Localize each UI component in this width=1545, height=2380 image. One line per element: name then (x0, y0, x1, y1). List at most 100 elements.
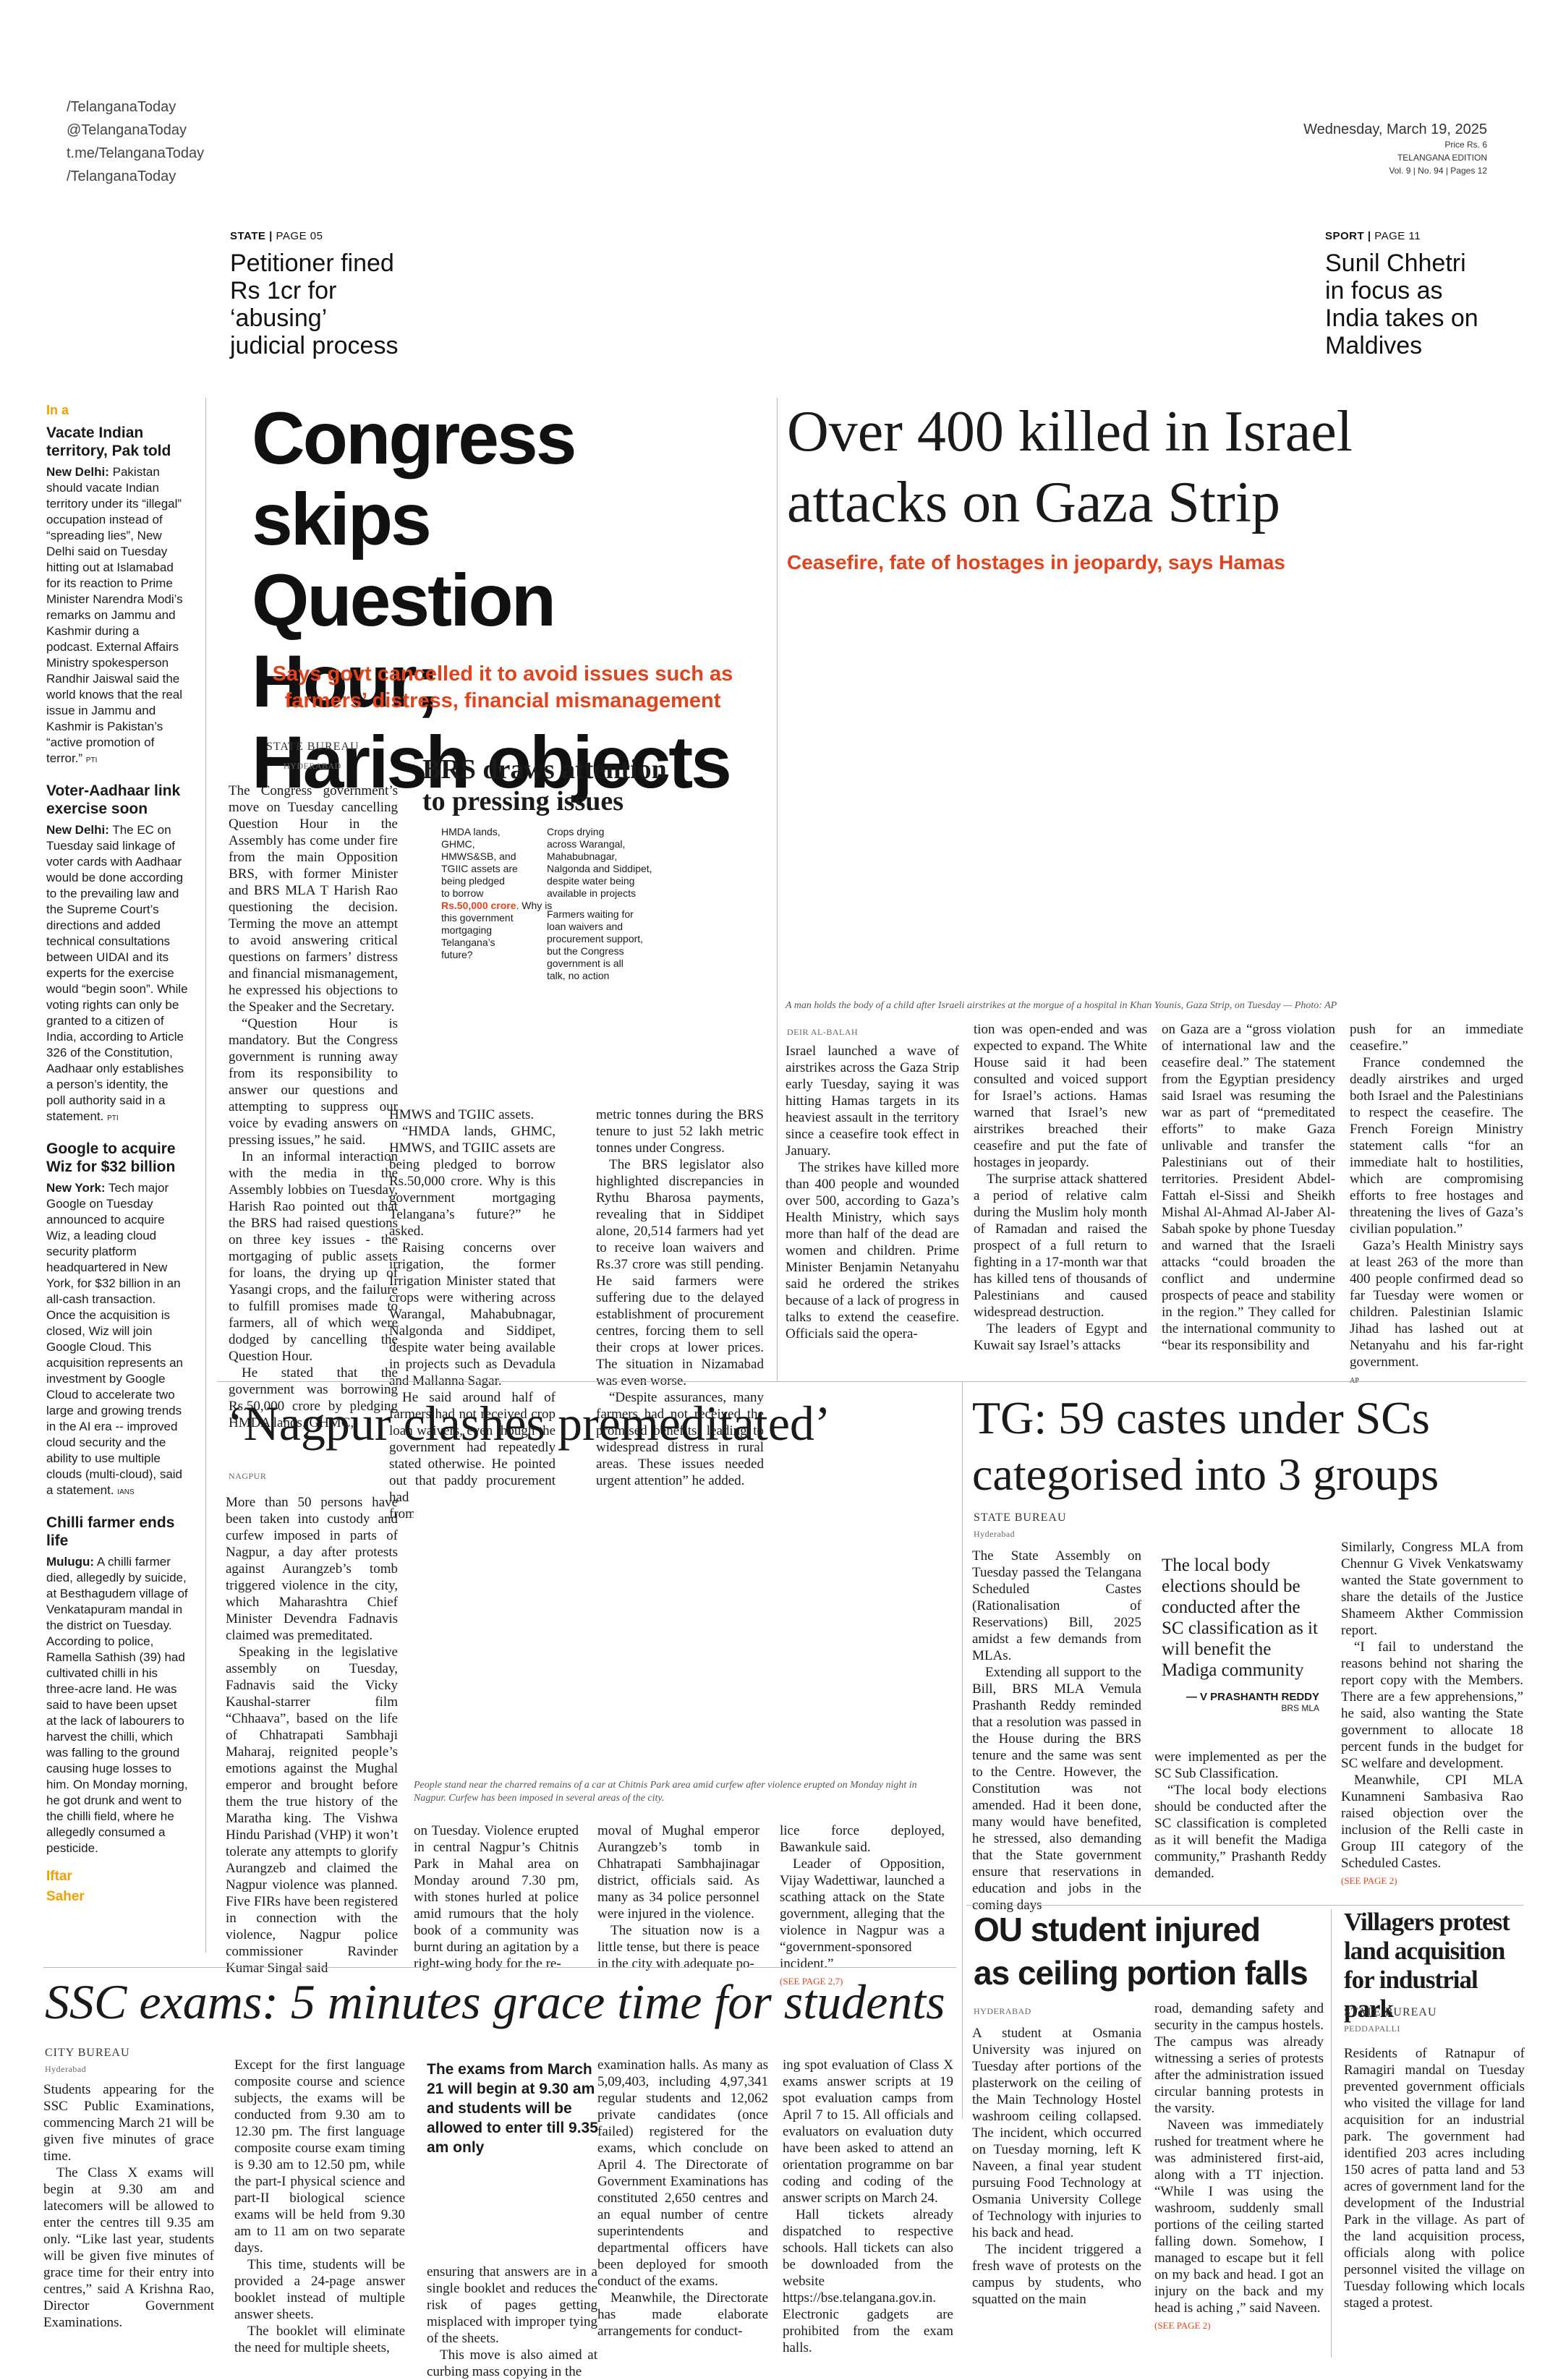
ssc-col-4: examination halls. As many as 5,09,403, … (597, 2057, 768, 2340)
issue-price: Price Rs. 6 (1444, 140, 1487, 150)
article-paragraph: “HMDA lands, GHMC, HMWS, and TGIIC asset… (389, 1124, 556, 1239)
section-rule (217, 1381, 1526, 1382)
article-paragraph: ensuring that answers are in a single bo… (427, 2264, 597, 2346)
article-paragraph: “I fail to understand the reasons behind… (1341, 1639, 1523, 1771)
lead-headline[interactable]: Congress skips Question Hour; Harish obj… (252, 397, 732, 803)
factbox-title: BRS draws attention to pressing issues (422, 754, 667, 816)
article-paragraph: The situation now is a little tense, but… (597, 1923, 759, 1971)
lead-place: HYDERABAD (284, 761, 341, 771)
article-paragraph: lice force deployed, Bawankule said. (780, 1823, 945, 1855)
see-page-link[interactable]: (SEE PAGE 2) (1154, 2320, 1211, 2331)
brief-item: Google to acquire Wiz for $32 billion Ne… (46, 1140, 184, 1497)
article-paragraph: Leader of Opposition, Vijay Wadettiwar, … (780, 1856, 945, 1971)
sidebar-footer: Iftar Saher (46, 1869, 85, 1904)
article-paragraph: examination halls. As many as 5,09,403, … (597, 2057, 768, 2289)
gaza-col-4: push for an immediate ceasefire.”France … (1350, 1021, 1523, 1389)
column-divider (205, 398, 206, 1953)
sc-col-3: Similarly, Congress MLA from Chennur G V… (1341, 1539, 1523, 1889)
article-paragraph: The incident triggered a fresh wave of p… (972, 2242, 1141, 2307)
villagers-headline[interactable]: Villagers protest land acquisition for i… (1344, 1908, 1510, 2023)
article-paragraph: were implemented as per the SC Sub Class… (1154, 1749, 1327, 1781)
teaser-section: SPORT (1325, 230, 1365, 242)
article-paragraph: Residents of Ratnapur of Ramagiri mandal… (1344, 2046, 1525, 2311)
article-paragraph: The Class X exams will begin at 9.30 am … (43, 2165, 214, 2330)
sc-headline[interactable]: TG: 59 castes under SCs categorised into… (972, 1392, 1439, 1500)
article-paragraph: In an informal interaction with the medi… (229, 1149, 398, 1364)
ssc-col-1: Students appearing for the SSC Public Ex… (43, 2081, 214, 2331)
in-brief-sidebar: In a Vacate Indian territory, Pak told N… (46, 402, 188, 1907)
ssc-col-3: ensuring that answers are in a single bo… (427, 2264, 597, 2380)
gaza-headline[interactable]: Over 400 killed in Israel attacks on Gaz… (787, 400, 1353, 534)
social-telegram[interactable]: t.me/TelanganaToday (67, 145, 205, 161)
nagpur-col-2: on Tuesday. Violence erupted in central … (414, 1822, 579, 1972)
article-paragraph: moval of Mughal emperor Aurangzeb’s tomb… (597, 1823, 759, 1922)
article-paragraph: A student at Osmania University was inju… (972, 2026, 1141, 2240)
article-paragraph: HMWS and TGIIC assets. (389, 1107, 535, 1122)
ou-col-2: road, demanding safety and security in t… (1154, 2000, 1324, 2334)
article-paragraph: “Despite assurances, many farmers had no… (596, 1390, 764, 1488)
brief-item: Chilli farmer ends life Mulugu: A chilli… (46, 1514, 188, 1855)
brief-item: Vacate Indian territory, Pak told New De… (46, 425, 183, 765)
article-paragraph: He stated that the government was borrow… (229, 1365, 398, 1430)
teaser-page: PAGE 11 (1374, 230, 1421, 242)
article-paragraph: road, demanding safety and security in t… (1154, 2001, 1324, 2116)
lead-col-1: The Congress government’s move on Tuesda… (229, 782, 398, 1431)
nagpur-headline[interactable]: ‘Nagpur clashes premeditated’ (227, 1396, 831, 1451)
see-page-link[interactable]: (SEE PAGE 2) (1341, 1875, 1397, 1886)
article-paragraph: The booklet will eliminate the need for … (234, 2324, 405, 2355)
brief-item: Voter-Aadhaar link exercise soon New Del… (46, 782, 188, 1123)
social-facebook[interactable]: /TelanganaToday (67, 99, 176, 115)
article-paragraph: Naveen was immediately rushed for treatm… (1154, 2117, 1324, 2316)
article-paragraph: Similarly, Congress MLA from Chennur G V… (1341, 1540, 1523, 1638)
article-paragraph: push for an immediate ceasefire.” (1350, 1022, 1523, 1054)
article-paragraph: “The local body elections should be cond… (1154, 1783, 1327, 1881)
article-text: The Congress government’s move on Tuesda… (229, 782, 398, 1431)
teaser-state[interactable]: STATE | PAGE 05 Petitioner fined Rs 1cr … (230, 230, 447, 359)
section-rule (966, 1905, 1523, 1906)
sc-col-2: were implemented as per the SC Sub Class… (1154, 1749, 1327, 1882)
ssc-headline[interactable]: SSC exams: 5 minutes grace time for stud… (45, 1974, 945, 2029)
gaza-caption: A man holds the body of a child after Is… (786, 1000, 1337, 1011)
gaza-col-1: Israel launched a wave of airstrikes acr… (786, 1043, 959, 1342)
villagers-byline: STATE BUREAU (1344, 2006, 1437, 2018)
ssc-box: The exams from March 21 will begin at 9.… (427, 2061, 598, 2156)
ssc-place: Hyderabad (45, 2064, 87, 2074)
article-paragraph: Gaza’s Health Ministry says at least 263… (1350, 1238, 1523, 1370)
article-paragraph: Hall tickets already dispatched to respe… (783, 2207, 953, 2355)
column-divider (1331, 1909, 1332, 2358)
article-paragraph: Except for the first language composite … (234, 2057, 405, 2256)
gaza-col-3: on Gaza are a “gross violation of intern… (1162, 1021, 1335, 1354)
sc-place: Hyderabad (974, 1529, 1016, 1539)
teaser-section: STATE (230, 230, 266, 242)
sc-col-1: The State Assembly on Tuesday passed the… (972, 1548, 1141, 1914)
article-paragraph: tion was open-ended and was expected to … (974, 1022, 1147, 1170)
gaza-col-2: tion was open-ended and was expected to … (974, 1021, 1147, 1354)
article-paragraph: This move is also aimed at curbing mass … (427, 2347, 597, 2379)
villagers-body: Residents of Ratnapur of Ramagiri mandal… (1344, 2045, 1525, 2311)
gaza-place: DEIR AL-BALAH (787, 1027, 859, 1037)
sc-pull-quote: The local body elections should be condu… (1162, 1556, 1319, 1713)
teaser-sport[interactable]: SPORT | PAGE 11 Sunil Chhetri in focus a… (1325, 230, 1528, 359)
article-paragraph: Students appearing for the SSC Public Ex… (43, 2082, 214, 2164)
social-instagram[interactable]: /TelanganaToday (67, 169, 176, 184)
lead-dek: Says govt cancelled it to avoid issues s… (272, 662, 733, 712)
article-paragraph: The leaders of Egypt and Kuwait say Isra… (974, 1321, 1147, 1353)
column-divider (777, 398, 778, 1381)
social-twitter[interactable]: @TelanganaToday (67, 122, 187, 138)
social-handles: /TelanganaToday @TelanganaToday t.me/Tel… (67, 95, 204, 188)
column-divider (962, 1381, 963, 2119)
article-paragraph: The strikes have killed more than 400 pe… (786, 1160, 959, 1342)
see-page-link[interactable]: (SEE PAGE 2,7) (780, 1976, 843, 1987)
article-paragraph: metric tonnes during the BRS tenure to j… (596, 1107, 764, 1156)
factbox-amount: Rs.50,000 crore (441, 900, 516, 911)
villagers-place: PEDDAPALLI (1344, 2023, 1400, 2034)
article-paragraph: Meanwhile, CPI MLA Kunamneni Sambasiva R… (1341, 1773, 1523, 1871)
ou-headline[interactable]: OU student injured as ceiling portion fa… (974, 1911, 1308, 1992)
lead-factbox: BRS draws attention to pressing issues H… (422, 754, 770, 1101)
article-paragraph: France condemned the deadly airstrikes a… (1350, 1055, 1523, 1237)
article-paragraph: Raising concerns over irrigation, the fo… (389, 1240, 556, 1389)
lead-col-2: HMWS and TGIIC assets. “HMDA lands, GHMC,… (389, 1106, 556, 1522)
article-paragraph: Meanwhile, the Directorate has made elab… (597, 2290, 768, 2339)
article-paragraph: on Tuesday. Violence erupted in central … (414, 1823, 579, 1971)
